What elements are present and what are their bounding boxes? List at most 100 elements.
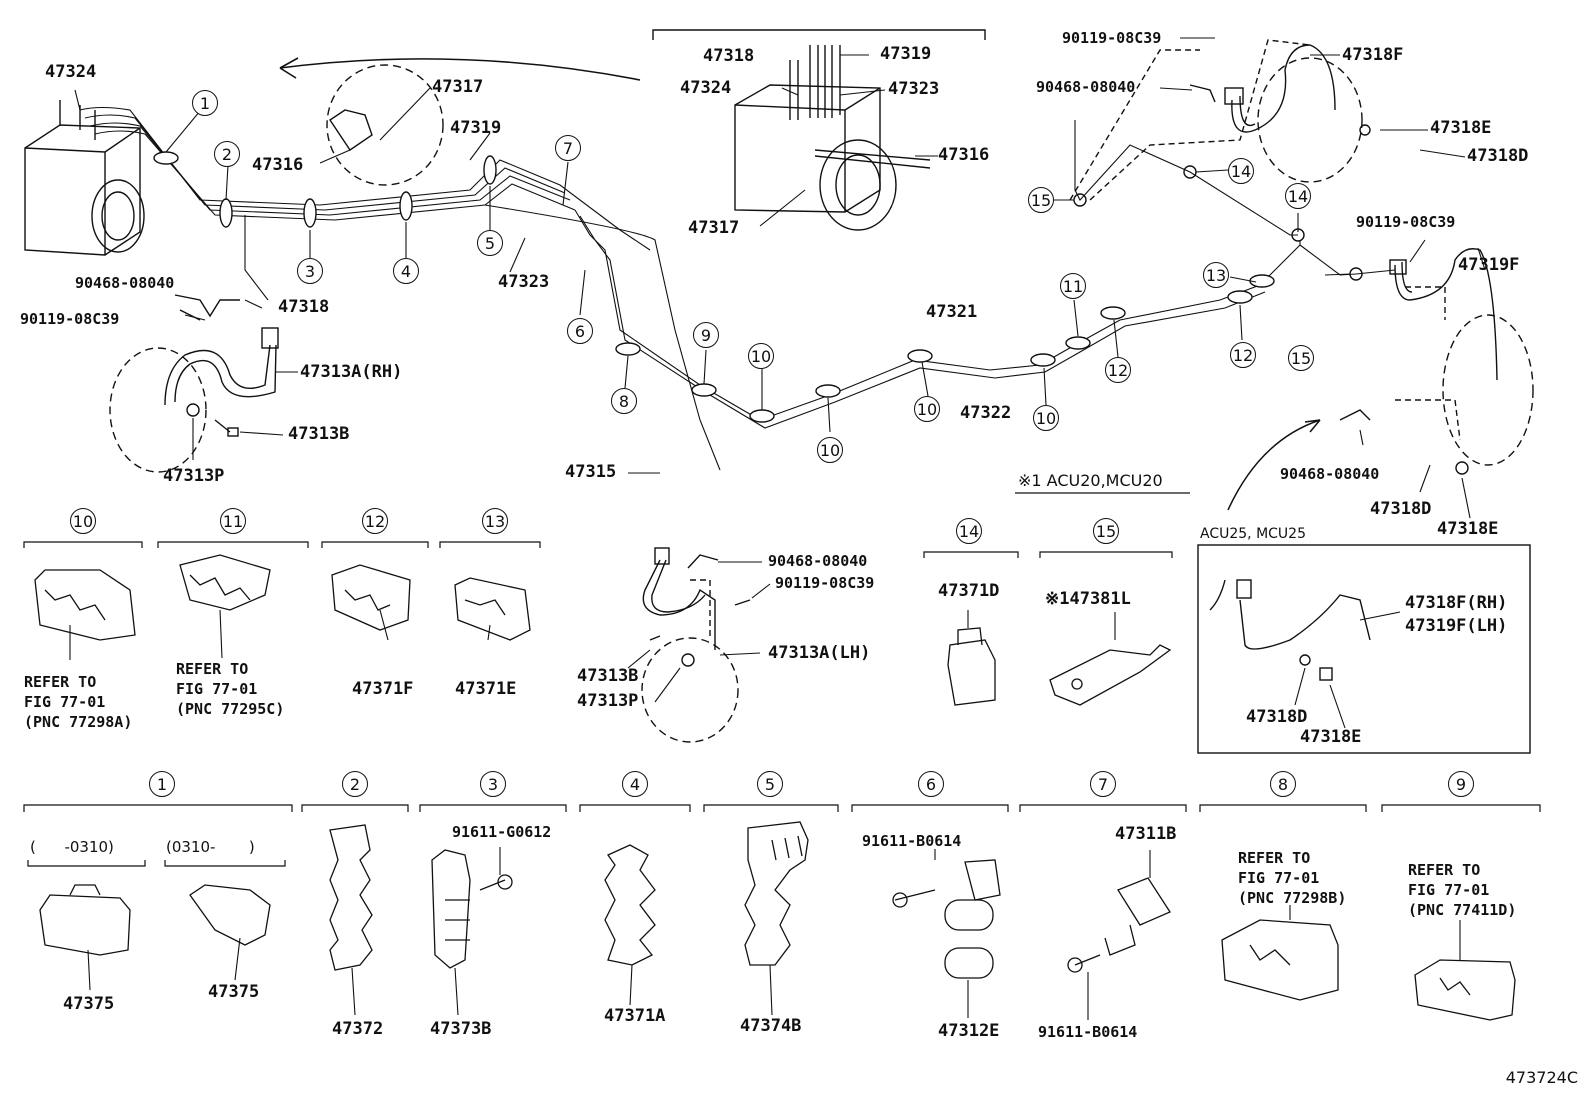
range-label-b: (0310- )	[166, 838, 255, 856]
inset-label-47324: 47324	[680, 78, 732, 98]
label-90119-08c39-b: 90119-08C39	[775, 574, 875, 592]
callout-2: 2	[214, 141, 240, 167]
label-47318d-c: 47318D	[1246, 707, 1308, 727]
label-47318: 47318	[278, 297, 330, 317]
group-callout-13: 13	[482, 508, 508, 534]
flex-hose-rh	[109, 294, 279, 473]
refer-note-9: REFER TO FIG 77-01 (PNC 77411D)	[1408, 861, 1517, 919]
inset-label-47317: 47317	[688, 218, 740, 238]
flex-hose-lower-right	[1339, 248, 1534, 475]
label-90119-08c39-d: 90119-08C39	[1356, 213, 1456, 231]
label-47324: 47324	[45, 62, 97, 82]
label-47375-a: 47375	[63, 994, 115, 1014]
group-callout-9: 9	[1448, 771, 1474, 797]
note-acu25: ACU25, MCU25	[1200, 526, 1306, 542]
inset-label-47323: 47323	[888, 79, 940, 99]
master-cylinder-left	[24, 100, 145, 256]
inset-label-47318: 47318	[703, 46, 755, 66]
label-90119-08c39-a: 90119-08C39	[20, 310, 120, 328]
label-47313p-a: 47313P	[163, 466, 225, 486]
callout-11a: 11	[1060, 273, 1086, 299]
label-47318d-b: 47318D	[1370, 499, 1432, 519]
group-callout-7: 7	[1090, 771, 1116, 797]
label-47316: 47316	[252, 155, 304, 175]
group-callout-12: 12	[362, 508, 388, 534]
group-callout-11: 11	[220, 508, 246, 534]
label-90468-08040-c: 90468-08040	[1036, 78, 1136, 96]
label-91611-b0614-a: 91611-B0614	[862, 832, 962, 850]
group-callout-14: 14	[956, 518, 982, 544]
label-47313a-lh: 47313A(LH)	[768, 643, 871, 663]
label-47322: 47322	[960, 403, 1012, 423]
label-47312e: 47312E	[938, 1021, 1000, 1041]
label-47315: 47315	[565, 462, 617, 482]
flex-hose-lh	[641, 547, 751, 743]
callout-10a: 10	[748, 343, 774, 369]
leader-lines	[69, 37, 1486, 1020]
label-47375-b: 47375	[208, 982, 260, 1002]
callout-4: 4	[393, 258, 419, 284]
callout-9: 9	[693, 322, 719, 348]
refer-note-8: REFER TO FIG 77-01 (PNC 77298B)	[1238, 849, 1347, 907]
inset-label-47316: 47316	[938, 145, 990, 165]
callout-7: 7	[555, 135, 581, 161]
note-acu20: ※1 ACU20,MCU20	[1018, 471, 1163, 490]
callout-12a: 12	[1105, 357, 1131, 383]
callout-12b: 12	[1230, 342, 1256, 368]
label-47381l: ※147381L	[1045, 589, 1131, 609]
clip-shapes	[34, 554, 1516, 1021]
label-91611-g0612: 91611-G0612	[452, 823, 552, 841]
group-callout-8: 8	[1270, 771, 1296, 797]
label-47311b: 47311B	[1115, 824, 1177, 844]
callout-10b: 10	[817, 437, 843, 463]
label-47313b-b: 47313B	[577, 666, 639, 686]
label-47313a-rh: 47313A(RH)	[300, 362, 403, 382]
figure-code: 473724C	[1505, 1068, 1578, 1087]
callout-10d: 10	[1033, 405, 1059, 431]
refer-note-10: REFER TO FIG 77-01 (PNC 77298A)	[24, 673, 133, 731]
group-callout-10: 10	[70, 508, 96, 534]
callout-14a: 14	[1228, 158, 1254, 184]
direction-arrow	[279, 58, 641, 81]
callout-5: 5	[477, 230, 503, 256]
label-47371f: 47371F	[352, 679, 414, 699]
label-91611-b0614-b: 91611-B0614	[1038, 1023, 1138, 1041]
label-90119-08c39-c: 90119-08C39	[1062, 29, 1162, 47]
callout-8: 8	[611, 388, 637, 414]
callout-15b: 15	[1288, 345, 1314, 371]
label-47319: 47319	[450, 118, 502, 138]
group-brackets	[23, 492, 1541, 867]
label-47318f: 47318F	[1342, 45, 1404, 65]
label-47318e-b: 47318E	[1437, 519, 1499, 539]
callout-15a: 15	[1028, 187, 1054, 213]
label-47323: 47323	[498, 272, 550, 292]
label-47313p-b: 47313P	[577, 691, 639, 711]
label-47318e-a: 47318E	[1430, 118, 1492, 138]
dashed-leaders	[690, 39, 1461, 640]
label-47318e-c: 47318E	[1300, 727, 1362, 747]
callout-10c: 10	[914, 396, 940, 422]
group-callout-3: 3	[480, 771, 506, 797]
point-markers	[1073, 165, 1363, 281]
label-47318d-a: 47318D	[1467, 146, 1529, 166]
label-47371e: 47371E	[455, 679, 517, 699]
label-47317: 47317	[432, 77, 484, 97]
label-90468-08040-a: 90468-08040	[75, 274, 175, 292]
group-callout-15: 15	[1093, 518, 1119, 544]
callout-14b: 14	[1285, 183, 1311, 209]
group-callout-1: 1	[149, 771, 175, 797]
group-callout-5: 5	[757, 771, 783, 797]
range-label-a: ( -0310)	[30, 838, 114, 856]
label-47373b: 47373B	[430, 1019, 492, 1039]
inset-label-47319: 47319	[880, 44, 932, 64]
label-47321: 47321	[926, 302, 978, 322]
brake-booster-outline	[326, 64, 444, 186]
label-47371a: 47371A	[604, 1006, 666, 1026]
inset-master-cylinder	[652, 29, 986, 231]
label-47318f-rh: 47318F(RH)	[1405, 593, 1508, 613]
flex-hose-upper-right	[1189, 44, 1371, 183]
label-47313b-a: 47313B	[288, 424, 350, 444]
brake-tubes-right	[1074, 120, 1396, 276]
clamp-markers	[153, 151, 1275, 423]
